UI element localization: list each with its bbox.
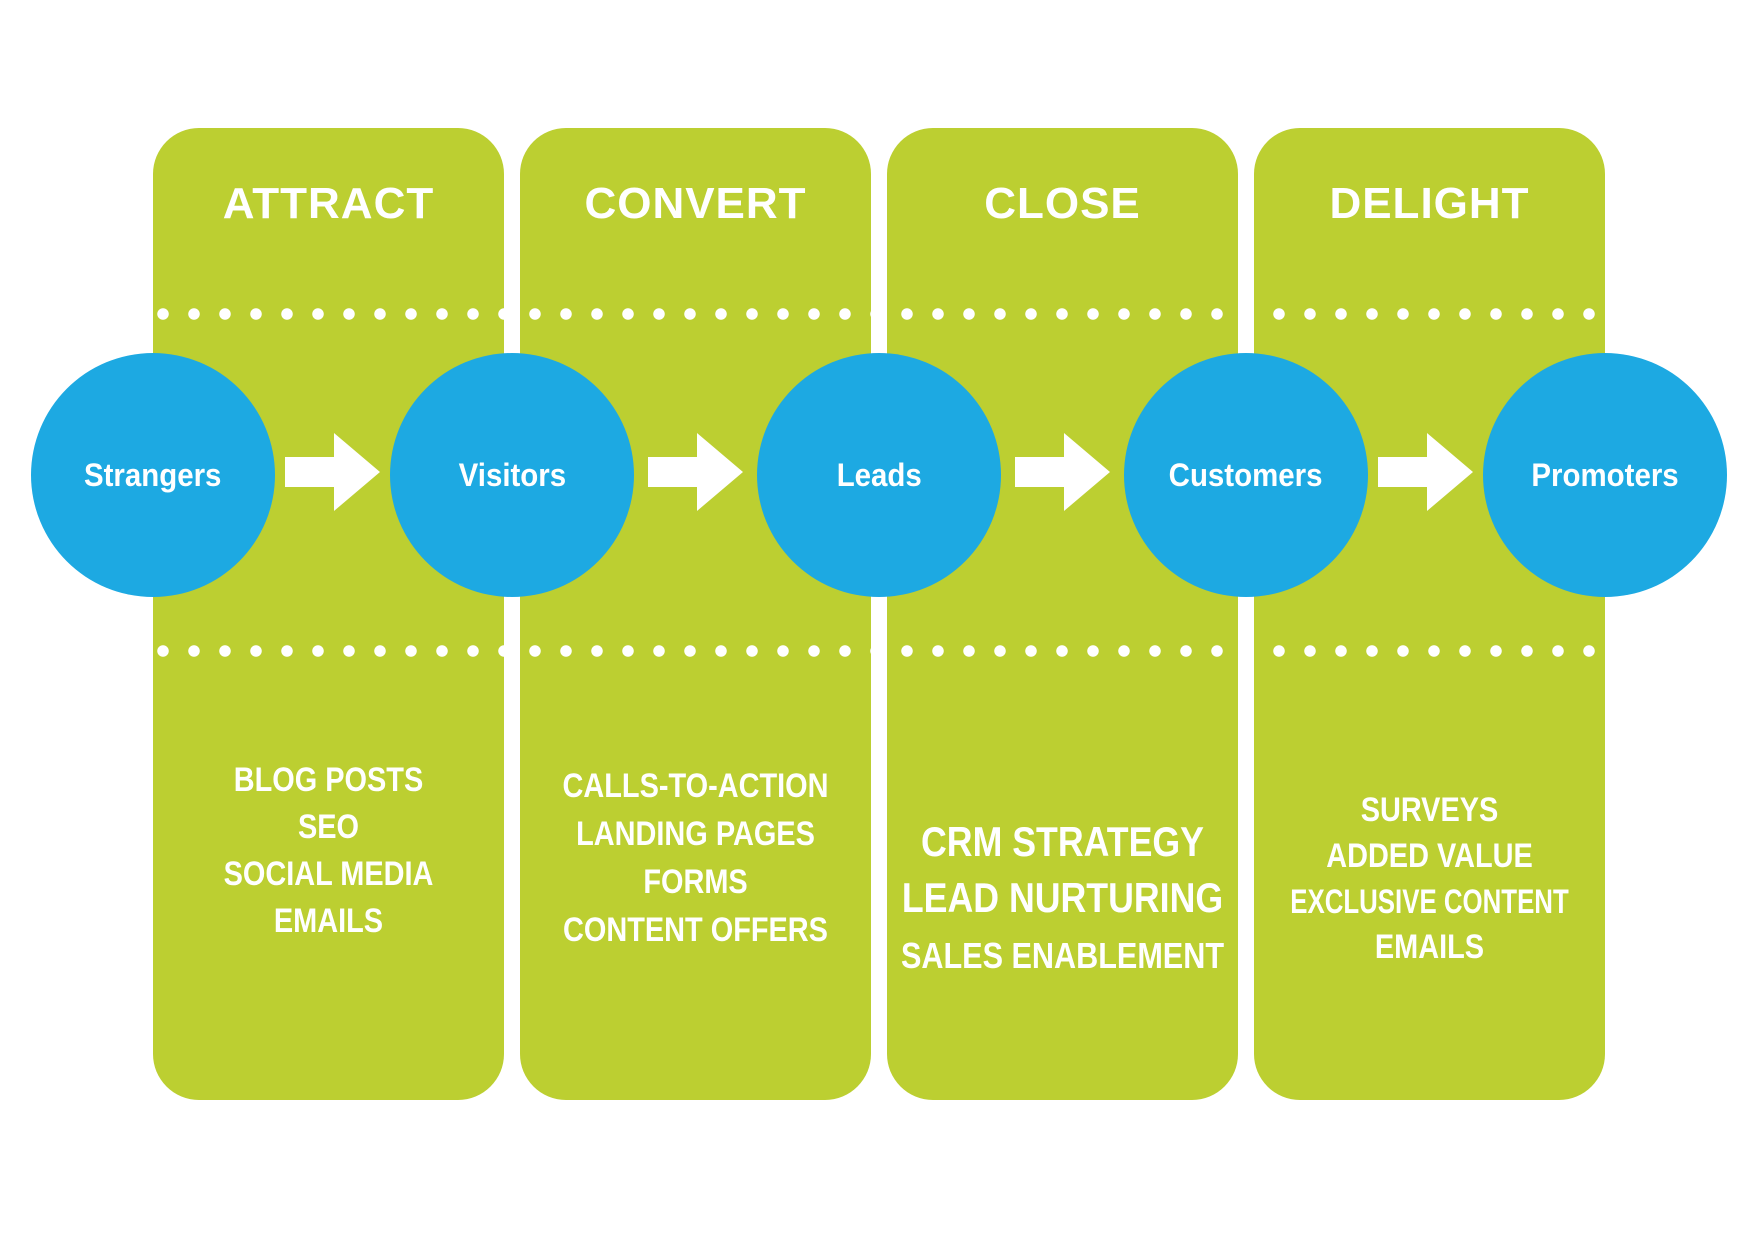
tactic-item: EMAILS xyxy=(273,902,384,940)
stage-column-attract: ATTRACT BLOG POSTS SEO SOCIAL MEDIA EMAI… xyxy=(153,128,504,1100)
tactic-item: ADDED VALUE xyxy=(1326,837,1533,875)
dotted-separator-top xyxy=(153,308,1605,320)
arrow-right-icon xyxy=(285,433,380,511)
tactic-item: SEO xyxy=(297,808,360,846)
persona-circle-strangers: Strangers xyxy=(31,353,275,597)
stage-title-attract: ATTRACT xyxy=(222,179,435,228)
tactic-item: FORMS xyxy=(643,863,748,901)
tactic-item: EMAILS xyxy=(1374,928,1485,966)
persona-label: Strangers xyxy=(84,456,222,493)
tactic-item: EXCLUSIVE CONTENT xyxy=(1290,883,1569,921)
stage-column-close: CLOSE CRM STRATEGY LEAD NURTURING SALES … xyxy=(887,128,1238,1100)
arrow-right-icon xyxy=(648,433,743,511)
stage-title-convert: CONVERT xyxy=(584,179,807,228)
stage-title-close: CLOSE xyxy=(984,179,1141,228)
tactic-item: SALES ENABLEMENT xyxy=(900,935,1225,976)
tactic-item: CALLS-TO-ACTION xyxy=(562,767,829,805)
persona-label: Customers xyxy=(1169,456,1323,493)
arrow-right-icon xyxy=(1015,433,1110,511)
tactic-item: CONTENT OFFERS xyxy=(563,911,828,949)
persona-circle-visitors: Visitors xyxy=(390,353,634,597)
persona-label: Promoters xyxy=(1531,456,1679,493)
tactic-item: SOCIAL MEDIA xyxy=(223,855,434,893)
tactic-item: LANDING PAGES xyxy=(576,815,815,853)
persona-circle-customers: Customers xyxy=(1124,353,1368,597)
persona-circle-leads: Leads xyxy=(757,353,1001,597)
dotted-separator-bottom xyxy=(153,645,1605,657)
stage-title-delight: DELIGHT xyxy=(1329,179,1530,228)
persona-label: Visitors xyxy=(458,456,566,493)
stage-column-convert: CONVERT CALLS-TO-ACTION LANDING PAGES FO… xyxy=(520,128,871,1100)
arrow-right-icon xyxy=(1378,433,1473,511)
tactic-item: CRM STRATEGY xyxy=(921,818,1204,865)
tactic-item: BLOG POSTS xyxy=(233,761,424,799)
persona-label: Leads xyxy=(836,456,922,493)
stage-column-delight: DELIGHT SURVEYS ADDED VALUE EXCLUSIVE CO… xyxy=(1254,128,1605,1100)
tactic-item: LEAD NURTURING xyxy=(901,874,1224,921)
persona-circle-promoters: Promoters xyxy=(1483,353,1727,597)
tactic-item: SURVEYS xyxy=(1360,791,1499,829)
